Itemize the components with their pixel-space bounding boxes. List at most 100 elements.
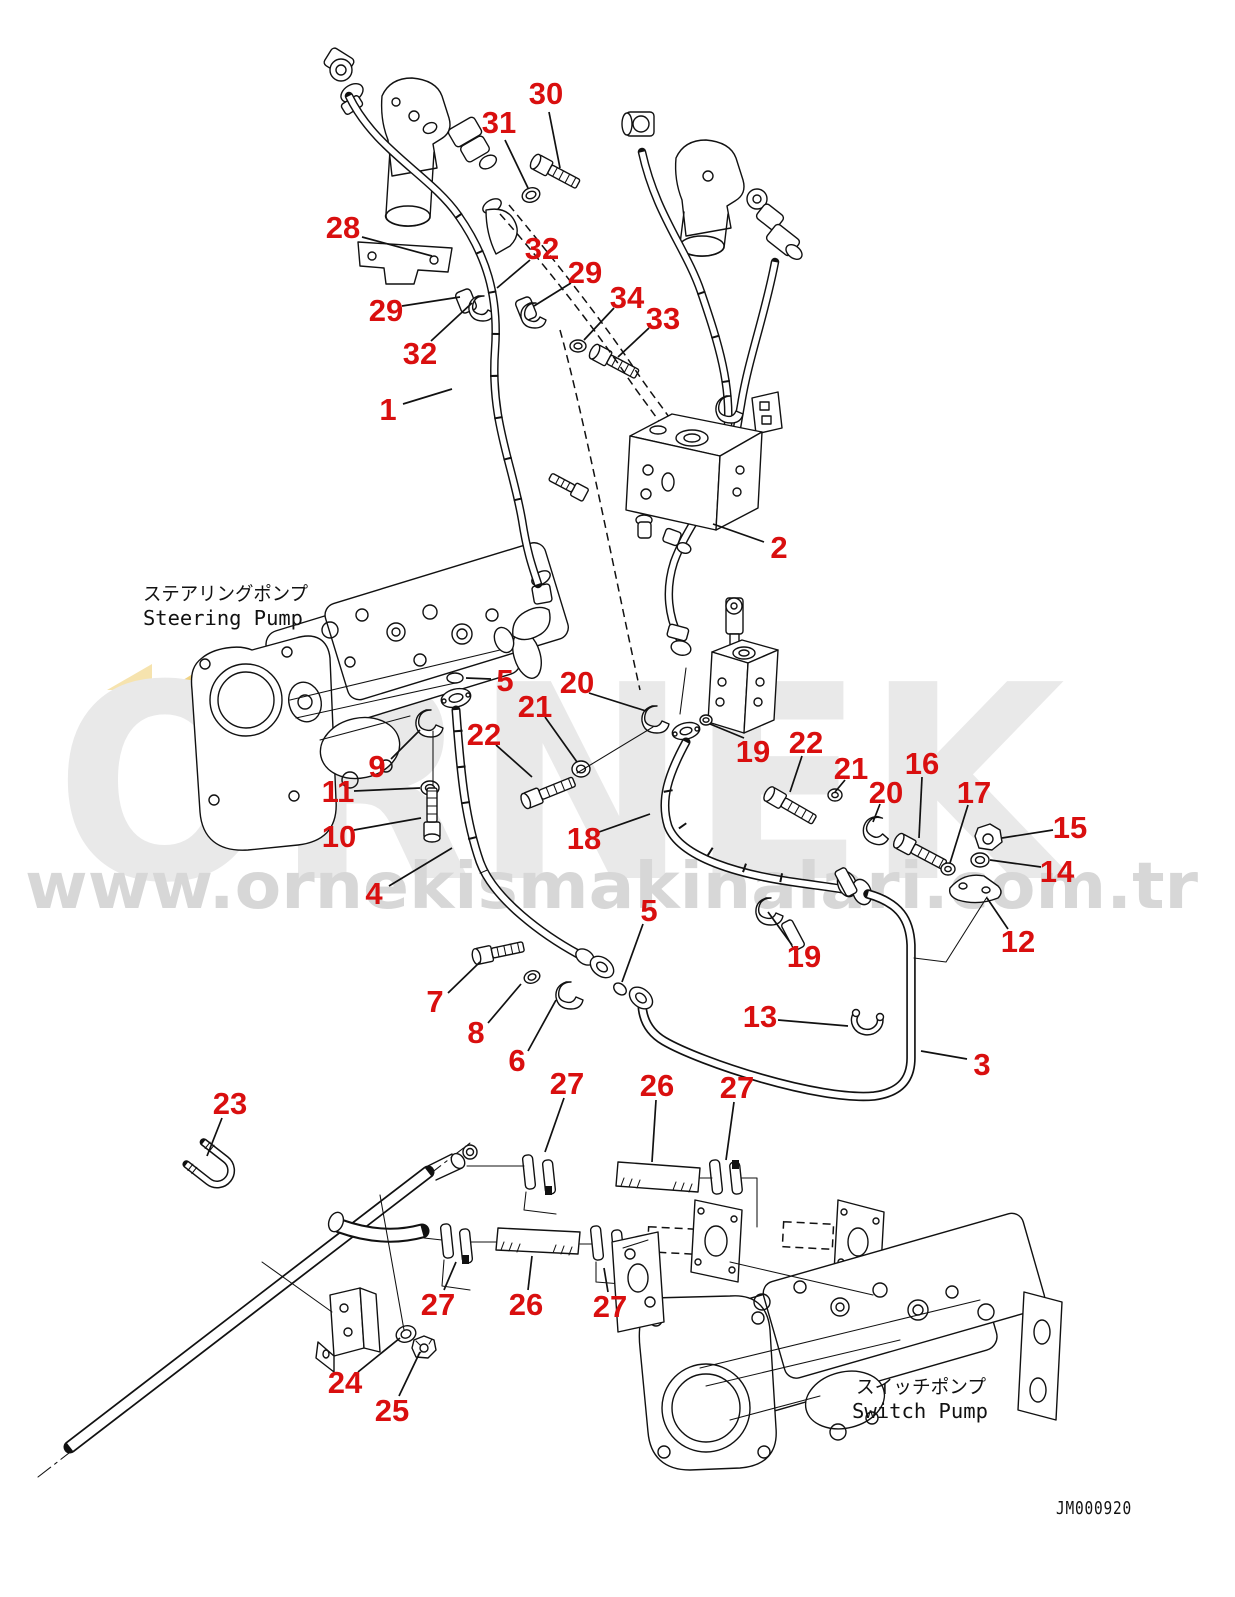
nut-15 — [974, 823, 1003, 851]
bolt-7 — [471, 941, 525, 966]
elbow-fitting-31 — [447, 116, 541, 203]
hose-4-elbow — [440, 687, 472, 709]
pipe-assembly-bottom-left — [37, 1142, 478, 1478]
callout-27: 27 — [421, 1287, 455, 1322]
callout-27: 27 — [550, 1066, 584, 1101]
callout-32: 32 — [525, 231, 559, 266]
leader-line-14 — [989, 859, 1042, 868]
callout-22: 22 — [789, 725, 823, 760]
fitting-top-right — [621, 111, 655, 137]
callout-8: 8 — [467, 1015, 484, 1050]
construction-lines — [261, 667, 988, 1331]
callout-14: 14 — [1040, 854, 1075, 889]
switch-pump-label-jp: スイッチポンプ — [856, 1376, 986, 1398]
hose-1 — [344, 91, 543, 589]
callout-2: 2 — [770, 530, 787, 565]
bolt-30 — [529, 153, 581, 189]
leader-line-29 — [401, 296, 461, 307]
leader-line-29 — [533, 282, 572, 307]
leader-line-6 — [527, 999, 557, 1052]
tube-3 — [628, 889, 916, 1102]
callout-29: 29 — [369, 293, 403, 328]
leader-line-34 — [583, 307, 615, 341]
text-labels: ステアリングポンプ Steering Pump スイッチポンプ Switch P… — [143, 583, 1132, 1519]
leader-line-21 — [544, 716, 578, 763]
leader-line-2 — [712, 523, 765, 543]
leader-line-5 — [621, 923, 644, 983]
hose-4 — [451, 705, 615, 979]
phantom-hose-dashed — [499, 204, 679, 691]
washer-8 — [523, 970, 541, 984]
callout-17: 17 — [957, 775, 991, 810]
callout-29: 29 — [568, 255, 602, 290]
leader-line-7 — [447, 961, 481, 994]
clamp-pair-27-top-right — [708, 1159, 743, 1195]
hose-clamps-29-32 — [454, 288, 547, 329]
leader-line-22 — [495, 744, 533, 778]
callout-18: 18 — [567, 821, 601, 856]
leader-line-27 — [443, 1261, 457, 1291]
callout-19: 19 — [736, 734, 770, 769]
leader-line-16 — [918, 776, 923, 839]
leader-line-30 — [548, 111, 561, 169]
washer-17 — [940, 862, 956, 876]
leader-line-5 — [465, 677, 492, 680]
leader-line-13 — [777, 1019, 849, 1027]
callout-31: 31 — [482, 105, 516, 140]
adapter-plate-left — [690, 1199, 743, 1283]
callout-21: 21 — [518, 689, 552, 724]
drawing-number: JM000920 — [1056, 1498, 1132, 1519]
callout-11: 11 — [322, 774, 355, 809]
plate-26-bottom — [495, 1227, 581, 1256]
leader-line-28 — [361, 236, 433, 257]
clamp-pair-27-bottom-left — [439, 1223, 474, 1291]
leader-line-15 — [1001, 829, 1054, 839]
bolt-22-right — [763, 786, 817, 825]
clamp-9 — [415, 709, 444, 738]
callout-16: 16 — [905, 746, 939, 781]
callout-5: 5 — [496, 663, 513, 698]
callout-32: 32 — [403, 336, 437, 371]
manifold-block — [707, 597, 779, 734]
leader-line-19 — [709, 723, 745, 739]
bolt-16 — [892, 832, 948, 870]
leader-line-33 — [617, 327, 650, 358]
callout-27: 27 — [593, 1289, 627, 1324]
oring-5-mid — [613, 982, 627, 996]
clamp-6 — [555, 981, 584, 1010]
leader-line-12 — [986, 897, 1009, 930]
callout-27: 27 — [720, 1070, 754, 1105]
leader-line-24 — [357, 1337, 401, 1373]
callout-10: 10 — [322, 819, 356, 854]
u-bolt-23 — [182, 1138, 236, 1189]
leader-line-25 — [398, 1351, 421, 1397]
hose-18 — [660, 737, 857, 896]
callout-13: 13 — [743, 999, 777, 1034]
callout-24: 24 — [328, 1365, 363, 1400]
bolt-22-left — [520, 776, 576, 810]
leader-line-20 — [872, 803, 881, 823]
clamp-19-lower — [755, 897, 784, 926]
clamp-20-right — [862, 815, 890, 846]
hose-2-clamp-bracket — [715, 391, 783, 435]
switch-pump-drawing — [611, 1212, 1063, 1471]
bolt-10 — [423, 787, 441, 843]
callout-22: 22 — [467, 717, 501, 752]
leader-line-20 — [588, 692, 647, 712]
leader-line-10 — [353, 817, 422, 831]
callout-20: 20 — [869, 775, 903, 810]
callout-3: 3 — [973, 1047, 990, 1082]
hose-18-elbow — [671, 721, 701, 741]
nut-25 — [411, 1335, 437, 1359]
leader-line-32 — [430, 302, 473, 342]
washer-34 — [569, 339, 587, 353]
watermark-url-text: www.ornekismakinalari.com.tr — [25, 850, 1198, 924]
callout-26: 26 — [509, 1287, 543, 1322]
washer-14 — [970, 852, 990, 868]
leader-line-27 — [725, 1101, 735, 1161]
callout-23: 23 — [213, 1086, 247, 1121]
callout-25: 25 — [375, 1393, 409, 1428]
